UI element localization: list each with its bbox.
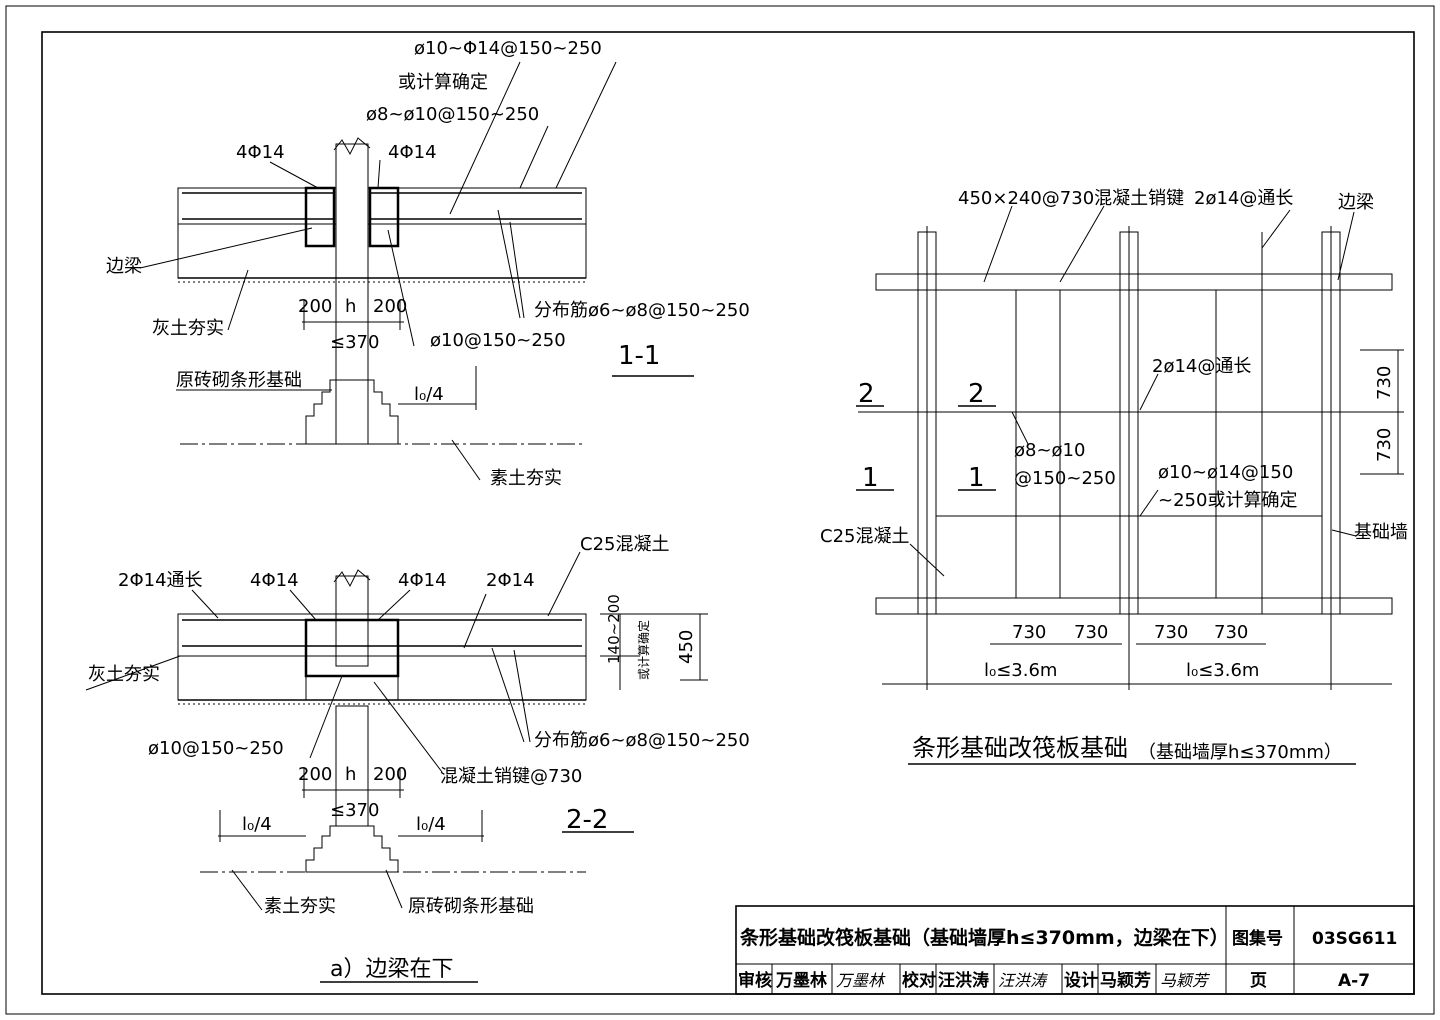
dim-le370-2: ≤370 — [330, 800, 379, 821]
caption-a: a）边梁在下 — [330, 957, 453, 982]
section-1-1: ø10~Φ14@150~250 或计算确定 ø8~ø10@150~250 4Φ1… — [106, 38, 750, 489]
plan-lbl-2phi14-mid: 2ø14@通长 — [1152, 356, 1251, 377]
dim-200-left: 200 — [298, 296, 332, 317]
lbl-rebar-bottom: ø10@150~250 — [148, 738, 284, 759]
plan-rebar-b2: ~250或计算确定 — [1158, 490, 1297, 511]
lbl-l0-4-right: l₀/4 — [416, 814, 446, 835]
tb-design-label: 设计 — [1064, 970, 1098, 991]
lbl-bot-rebar: ø10@150~250 — [430, 330, 566, 351]
tb-check-sign: 汪洪涛 — [998, 971, 1048, 990]
dim-or-calc: 或计算确定 — [636, 620, 651, 680]
lbl-key: 混凝土销键@730 — [440, 766, 582, 787]
plan-sec1-right: 1 — [968, 463, 985, 493]
lbl-4phi14-left-2: 4Φ14 — [250, 570, 299, 591]
lbl-lime-soil-2: 灰土夯实 — [88, 664, 160, 685]
lbl-l0-4-left: l₀/4 — [242, 814, 272, 835]
plan-rebar-b: ø10~ø14@150 — [1158, 462, 1293, 483]
dim-h-2: h — [345, 764, 356, 785]
lbl-brick-found: 原砖砌条形基础 — [176, 370, 302, 391]
plan-730-h4: 730 — [1214, 622, 1248, 643]
plan-730-v2: 730 — [1374, 428, 1395, 462]
plan-730-h3: 730 — [1154, 622, 1188, 643]
dim-le370: ≤370 — [330, 332, 379, 353]
plan-730-h1: 730 — [1012, 622, 1046, 643]
tb-check-name: 汪洪涛 — [938, 970, 989, 991]
tb-review-label: 审核 — [738, 970, 772, 991]
raft-plan: 450×240@730混凝土销键 2ø14@通长 边梁 2ø14@通长 2 2 … — [820, 188, 1408, 765]
plan-rebar-a2: @150~250 — [1014, 468, 1116, 489]
plan-l0-left: l₀≤3.6m — [984, 660, 1057, 681]
plan-sec2-left: 2 — [858, 379, 875, 409]
dim-140-200: 140~200 — [605, 594, 623, 664]
lbl-dist-rebar-2: 分布筋ø6~ø8@150~250 — [534, 730, 750, 751]
plan-lbl-key: 450×240@730混凝土销键 — [958, 188, 1184, 209]
dim-h: h — [345, 296, 356, 317]
plan-found-wall: 基础墙 — [1354, 522, 1408, 543]
section-2-2: C25混凝土 2Φ14通长 4Φ14 4Φ14 2Φ14 140~200 或计算… — [85, 534, 750, 983]
tb-review-sign: 万墨林 — [836, 971, 886, 990]
lbl-4phi14-right: 4Φ14 — [388, 142, 437, 163]
plan-subtitle: （基础墙厚h≤370mm） — [1138, 742, 1342, 763]
dim-450: 450 — [676, 630, 697, 664]
lbl-section-1-1: 1-1 — [618, 341, 660, 371]
lbl-section-2-2: 2-2 — [566, 805, 608, 835]
tb-design-sign: 马颖芳 — [1160, 971, 1211, 990]
lbl-or-calc: 或计算确定 — [398, 72, 488, 93]
dim-200-right-2: 200 — [373, 764, 407, 785]
tb-atlas-no: 03SG611 — [1312, 929, 1397, 949]
tb-page-label: 页 — [1250, 971, 1267, 991]
lbl-edge-beam: 边梁 — [106, 256, 142, 277]
plan-l0-right: l₀≤3.6m — [1186, 660, 1259, 681]
tb-design-name: 马颖芳 — [1100, 970, 1151, 991]
plan-lbl-edge-beam: 边梁 — [1338, 192, 1374, 213]
lbl-top-rebar: ø10~Φ14@150~250 — [414, 38, 602, 59]
lbl-dist-rebar: 分布筋ø6~ø8@150~250 — [534, 300, 750, 321]
tb-title: 条形基础改筏板基础（基础墙厚h≤370mm，边梁在下） — [740, 926, 1229, 949]
plan-730-v1: 730 — [1374, 366, 1395, 400]
plan-title: 条形基础改筏板基础 — [912, 734, 1128, 762]
plan-c25: C25混凝土 — [820, 526, 909, 547]
lbl-l0-4: l₀/4 — [414, 384, 444, 405]
plan-730-h2: 730 — [1074, 622, 1108, 643]
tb-check-label: 校对 — [902, 970, 936, 991]
lbl-2phi14-through: 2Φ14通长 — [118, 570, 203, 591]
sheet-outer-border — [5, 5, 1435, 1015]
lbl-lime-soil: 灰土夯实 — [152, 318, 224, 339]
lbl-4phi14-left: 4Φ14 — [236, 142, 285, 163]
lbl-mid-rebar: ø8~ø10@150~250 — [366, 104, 539, 125]
tb-review-name: 万墨林 — [775, 970, 827, 991]
lbl-plain-soil-2: 素土夯实 — [264, 896, 336, 917]
title-block: 条形基础改筏板基础（基础墙厚h≤370mm，边梁在下） 图集号 03SG611 … — [735, 905, 1415, 995]
plan-lbl-2phi14-top: 2ø14@通长 — [1194, 188, 1293, 209]
plan-sec2-right: 2 — [968, 379, 985, 409]
lbl-c25: C25混凝土 — [580, 534, 669, 555]
plan-rebar-a: ø8~ø10 — [1014, 440, 1085, 461]
sheet-inner-border — [41, 31, 1415, 995]
lbl-4phi14-right-2: 4Φ14 — [398, 570, 447, 591]
tb-page-no: A-7 — [1338, 971, 1370, 991]
dim-200-right: 200 — [373, 296, 407, 317]
tb-atlas-label: 图集号 — [1232, 928, 1283, 949]
lbl-2phi14: 2Φ14 — [486, 570, 535, 591]
plan-sec1-left: 1 — [862, 463, 879, 493]
lbl-plain-soil: 素土夯实 — [490, 468, 562, 489]
lbl-brick-found-2: 原砖砌条形基础 — [408, 896, 534, 917]
dim-200-left-2: 200 — [298, 764, 332, 785]
